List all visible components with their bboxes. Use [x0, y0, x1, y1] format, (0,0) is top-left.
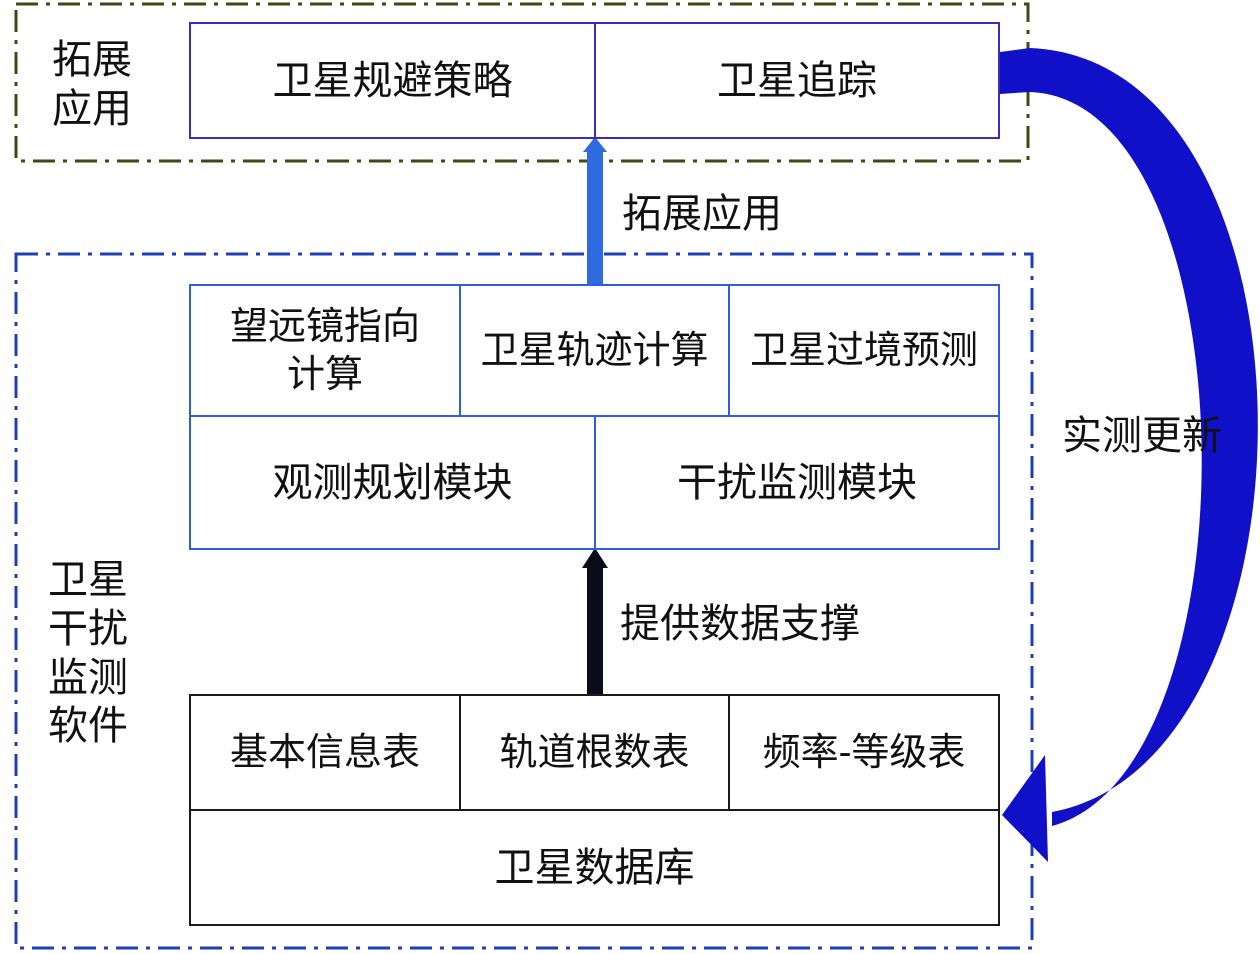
telescope-pointing-calc-box: 望远镜指向 计算: [189, 284, 461, 417]
observation-planning-module-box: 观测规划模块: [189, 415, 596, 550]
extended-application-arrow-label: 拓展应用: [622, 191, 782, 237]
data-support-arrow-label: 提供数据支撑: [620, 601, 860, 647]
frequency-level-table-box: 频率-等级表: [728, 694, 1000, 811]
up-arrow-black: [582, 548, 608, 694]
satellite-transit-prediction-box: 卫星过境预测: [728, 284, 1000, 417]
software-group-border: [14, 252, 1034, 950]
satellite-trajectory-calc-box: 卫星轨迹计算: [459, 284, 730, 417]
top-group-label: 拓展 应用: [52, 37, 132, 132]
measurement-update-label: 实测更新: [1062, 413, 1222, 459]
feedback-arrow: [1000, 48, 1258, 862]
orbital-elements-table-box: 轨道根数表: [459, 694, 730, 811]
satellite-database-box: 卫星数据库: [189, 809, 1000, 926]
software-group-label: 卫星 干扰 监测 软件: [48, 557, 128, 750]
satellite-avoidance-strategy-box: 卫星规避策略: [189, 22, 596, 139]
up-arrow-blue: [583, 137, 607, 285]
satellite-tracking-box: 卫星追踪: [594, 22, 1000, 139]
basic-info-table-box: 基本信息表: [189, 694, 461, 811]
top-group-border: [14, 2, 1030, 163]
interference-monitoring-module-box: 干扰监测模块: [594, 415, 1000, 550]
